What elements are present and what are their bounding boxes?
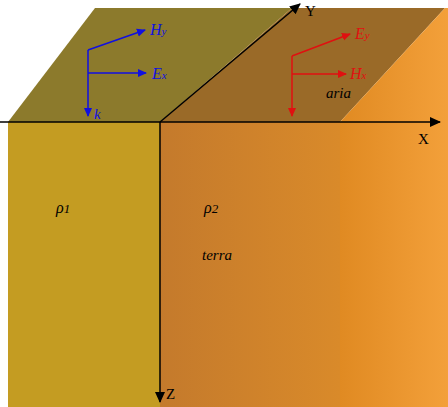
x-axis bbox=[0, 121, 440, 123]
field-label: Hx bbox=[350, 66, 366, 82]
wave-vector-label: k bbox=[94, 107, 101, 122]
axis-label: Y bbox=[305, 4, 316, 19]
region-label: ρ2 bbox=[204, 200, 218, 216]
resistivity-region: ρ1 bbox=[8, 122, 160, 407]
right-front-face bbox=[160, 122, 340, 407]
medium-label: aria bbox=[326, 86, 351, 101]
vector-stem bbox=[87, 50, 89, 73]
resistivity-region: ρ2 terra bbox=[160, 122, 340, 407]
hy-vector bbox=[88, 30, 145, 50]
field-label: Ey bbox=[355, 26, 370, 42]
field-label: Hy bbox=[150, 22, 166, 38]
region-label: terra bbox=[202, 248, 232, 263]
field-label: Ex bbox=[152, 66, 167, 82]
axis-label: Z bbox=[166, 387, 175, 402]
region-label: ρ1 bbox=[56, 200, 70, 216]
hx-vector bbox=[292, 73, 346, 75]
ey-vector bbox=[292, 34, 350, 56]
y-axis bbox=[160, 4, 300, 122]
z-axis bbox=[159, 122, 161, 402]
left-front-face bbox=[8, 122, 160, 407]
k-vector bbox=[87, 73, 89, 116]
axis-label: X bbox=[418, 132, 429, 147]
right-side-face bbox=[340, 8, 448, 407]
ex-vector bbox=[88, 72, 146, 74]
k-vector bbox=[291, 56, 293, 116]
